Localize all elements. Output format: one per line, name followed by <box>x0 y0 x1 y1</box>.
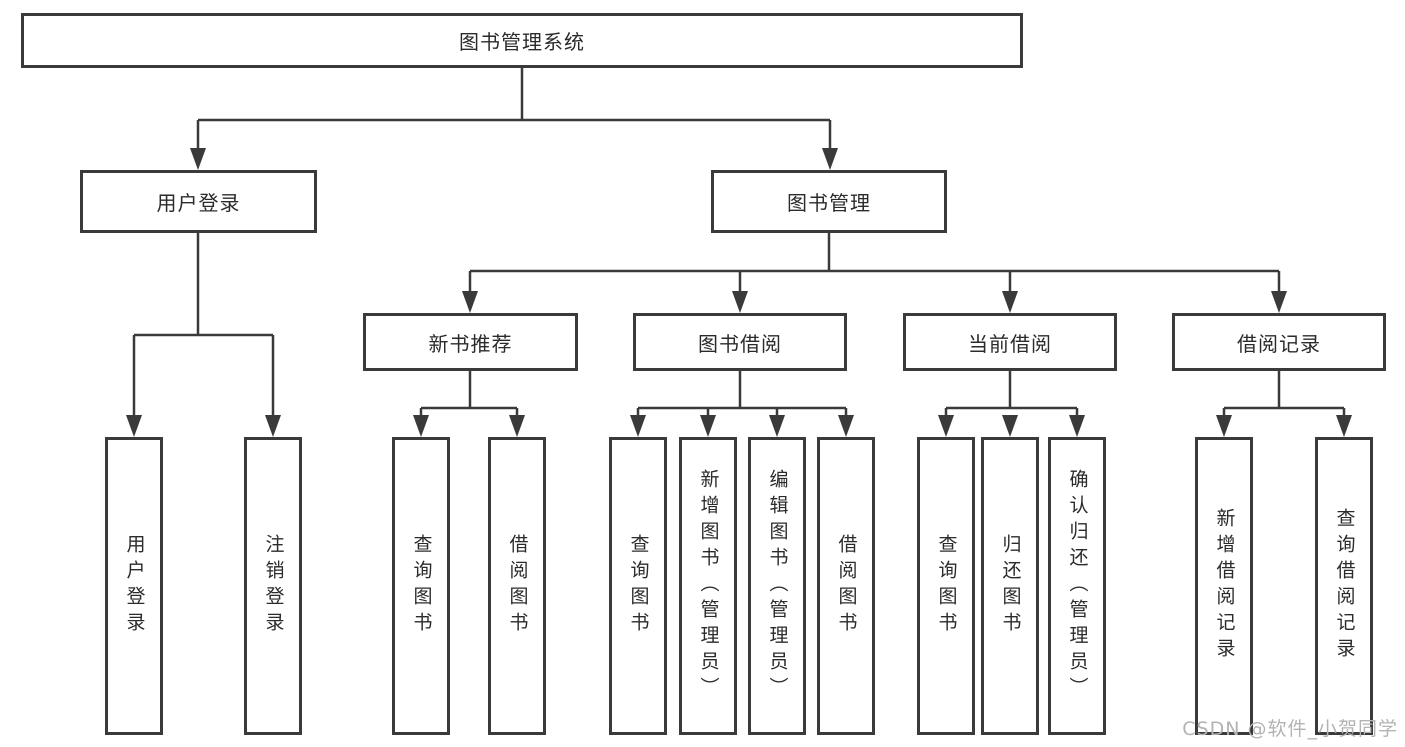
leaf-query-books-current: 查询图书 <box>917 437 975 735</box>
node-borrowing-records: 借阅记录 <box>1172 313 1386 371</box>
leaf-query-books-borrow: 查询图书 <box>609 437 667 735</box>
node-new-book-recommendation: 新书推荐 <box>363 313 578 371</box>
node-library-management-system: 图书管理系统 <box>21 13 1023 68</box>
leaf-add-book-admin: 新增图书（管理员） <box>679 437 737 735</box>
node-book-management: 图书管理 <box>711 170 947 233</box>
leaf-borrow-books: 借阅图书 <box>817 437 875 735</box>
csdn-watermark: CSDN @软件_小贺同学 <box>1182 718 1398 740</box>
leaf-return-book: 归还图书 <box>981 437 1039 735</box>
node-current-borrowing: 当前借阅 <box>903 313 1117 371</box>
leaf-user-login: 用户登录 <box>105 437 163 735</box>
leaf-add-borrow-record: 新增借阅记录 <box>1195 437 1253 735</box>
node-book-borrowing: 图书借阅 <box>633 313 847 371</box>
leaf-confirm-return-admin: 确认归还（管理员） <box>1048 437 1106 735</box>
node-user-login: 用户登录 <box>80 170 317 233</box>
leaf-logout: 注销登录 <box>244 437 302 735</box>
leaf-borrow-books-recommend: 借阅图书 <box>488 437 546 735</box>
leaf-edit-book-admin: 编辑图书（管理员） <box>748 437 806 735</box>
leaf-query-books-recommend: 查询图书 <box>392 437 450 735</box>
leaf-query-borrow-record: 查询借阅记录 <box>1315 437 1373 735</box>
